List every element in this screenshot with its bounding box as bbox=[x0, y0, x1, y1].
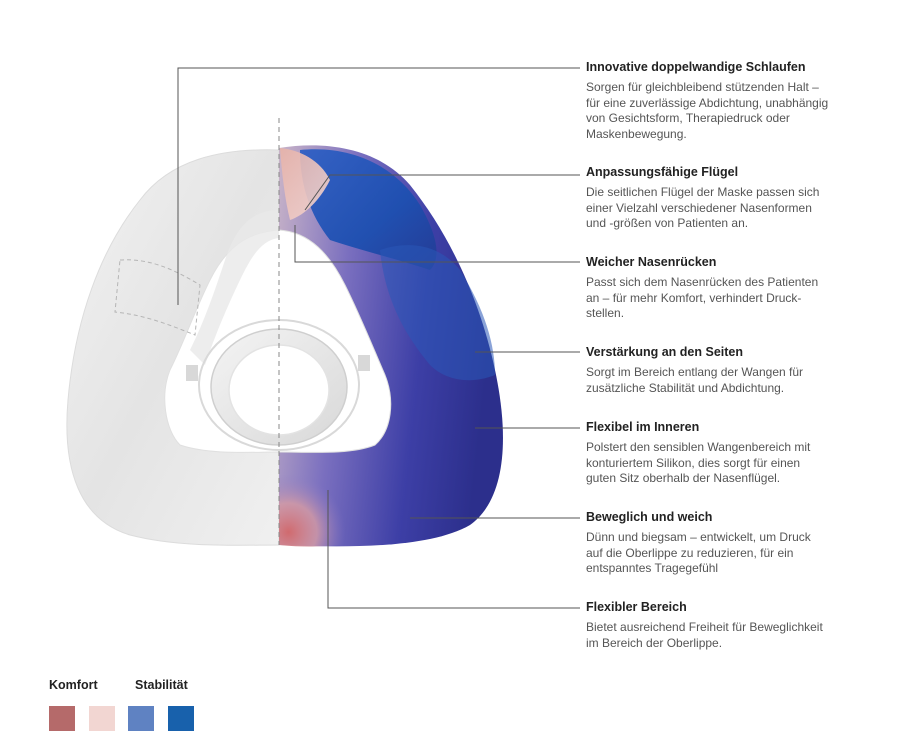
leader-lines bbox=[177, 67, 580, 609]
legend-stability-label: Stabilität bbox=[135, 678, 188, 692]
callout-side-reinforcement: Verstärkung an den Seiten Sorgt im Berei… bbox=[586, 345, 886, 396]
callout-title: Verstärkung an den Seiten bbox=[586, 345, 743, 359]
leader-line-nose-bridge bbox=[294, 225, 580, 263]
callout-description: Polstert den sensiblen Wangenbereich mit… bbox=[586, 440, 811, 485]
callout-description: Dünn und biegsam – entwickelt, um Druck … bbox=[586, 530, 811, 575]
legend-swatch-stability-light bbox=[128, 706, 154, 731]
mask-side-reinforcement bbox=[380, 245, 495, 381]
callout-description: Passt sich dem Nasenrücken des Patienten… bbox=[586, 275, 819, 320]
leader-line-loops bbox=[177, 67, 580, 305]
callout-wings: Anpassungsfähige Flügel Die seitlichen F… bbox=[586, 165, 886, 232]
callout-title: Weicher Nasenrücken bbox=[586, 255, 717, 269]
mask-bottom-comfort-zone bbox=[279, 450, 374, 547]
callout-inner-flexible: Flexibel im Inneren Polstert den sensibl… bbox=[586, 420, 886, 487]
callout-nose-bridge: Weicher Nasenrücken Passt sich dem Nasen… bbox=[586, 255, 886, 322]
callout-description: Sorgen für gleichbleibend stützenden Hal… bbox=[586, 80, 829, 141]
callout-movable-soft: Beweglich und weich Dünn und biegsam – e… bbox=[586, 510, 886, 577]
callout-description: Sorgt im Bereich entlang der Wangen für … bbox=[586, 365, 804, 395]
callout-title: Flexibler Bereich bbox=[586, 600, 687, 614]
leader-line-wings bbox=[304, 174, 580, 211]
callout-title: Innovative doppelwandige Schlaufen bbox=[586, 60, 806, 74]
callout-flexible-area: Flexibler Bereich Bietet ausreichend Fre… bbox=[586, 600, 886, 651]
legend-comfort-label: Komfort bbox=[49, 678, 98, 692]
callout-title: Beweglich und weich bbox=[586, 510, 713, 524]
mask-inner-left-wall bbox=[190, 210, 279, 365]
mask-top-comfort-zone bbox=[280, 148, 330, 220]
legend-swatch-comfort-light bbox=[89, 706, 115, 731]
callout-loops: Innovative doppelwandige Schlaufen Sorge… bbox=[586, 60, 886, 142]
legend-swatch-comfort-strong bbox=[49, 706, 75, 731]
callout-title: Anpassungsfähige Flügel bbox=[586, 165, 739, 179]
callout-description: Die seitlichen Flügel der Maske passen s… bbox=[586, 185, 820, 230]
callout-description: Bietet ausreichend Freiheit für Beweglic… bbox=[586, 620, 823, 650]
dashed-loop-outline bbox=[114, 259, 201, 336]
callout-title: Flexibel im Inneren bbox=[586, 420, 700, 434]
leader-line-flexible-area bbox=[327, 490, 580, 609]
mask-top-wing-blue bbox=[300, 149, 437, 270]
legend-swatch-stability-strong bbox=[168, 706, 194, 731]
